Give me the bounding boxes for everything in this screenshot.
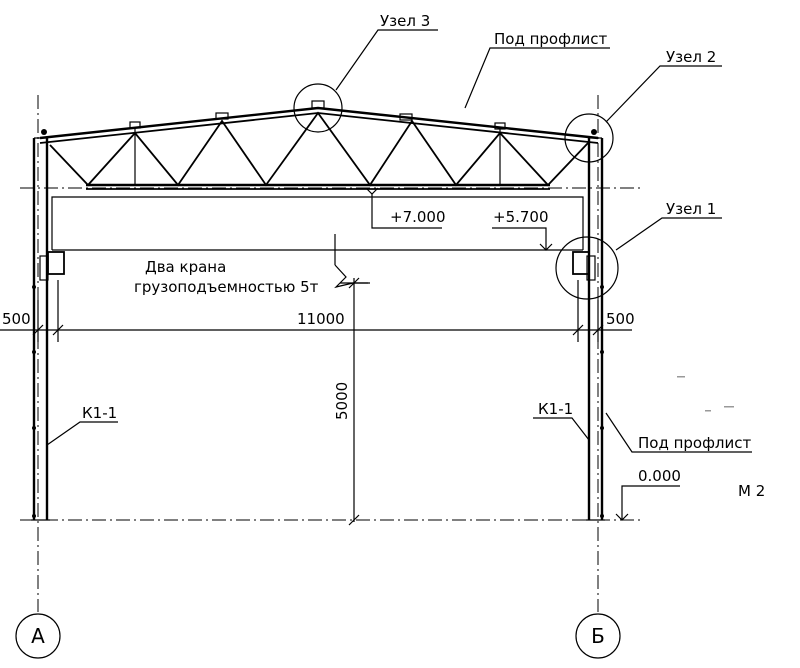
axis-lines — [20, 95, 640, 612]
column-leaders — [46, 412, 752, 453]
axis-right-label: Б — [591, 624, 605, 648]
wall-profile-label: Под профлист — [638, 434, 752, 452]
dim-span: 11000 — [297, 310, 345, 328]
column-right — [572, 129, 605, 521]
dim-height: 5000 — [333, 382, 351, 420]
truss — [39, 100, 599, 190]
roof-profile-label: Под профлист — [494, 30, 608, 48]
dim-left-offset: 500 — [2, 310, 31, 328]
column-right-label: К1-1 — [538, 400, 573, 418]
elev-crane-rail: +5.700 — [493, 208, 549, 226]
column-left-label: К1-1 — [82, 404, 117, 422]
axis-left-label: А — [31, 624, 45, 648]
dim-right-offset: 500 — [606, 310, 635, 328]
elev-ground: 0.000 — [638, 467, 681, 485]
column-left — [31, 129, 65, 521]
node3-label: Узел 3 — [380, 12, 430, 30]
column-bolts — [32, 285, 604, 518]
span-dimension — [0, 280, 632, 342]
node2-label: Узел 2 — [666, 48, 716, 66]
axis-bubbles — [15, 613, 621, 659]
elevation-marks — [365, 187, 680, 521]
height-dimension — [340, 277, 368, 526]
sheet-mark-label: М 2 — [738, 482, 765, 500]
elev-truss-bottom: +7.000 — [390, 208, 446, 226]
node1-label: Узел 1 — [666, 200, 716, 218]
crane-label-line2: грузоподъемностью 5т — [134, 278, 319, 296]
scan-artifacts — [677, 376, 734, 412]
crane-label-line1: Два крана — [145, 258, 226, 276]
node-callouts — [293, 29, 722, 300]
